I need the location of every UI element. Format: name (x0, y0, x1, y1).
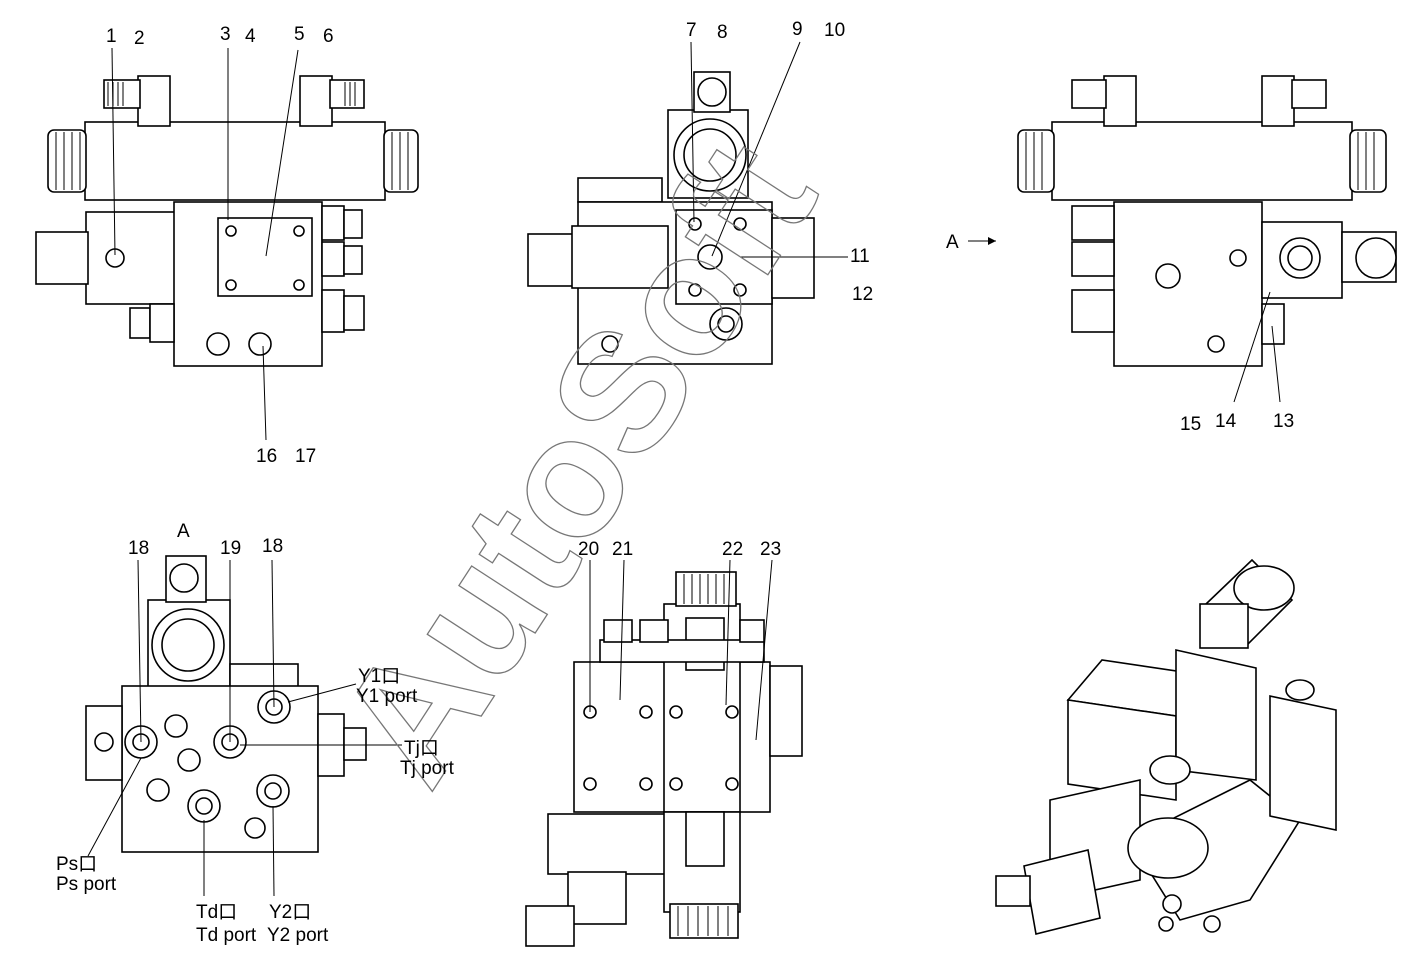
callout-23: 23 (760, 539, 781, 560)
callout-10: 10 (824, 20, 845, 41)
view-a-title: A (177, 521, 190, 542)
port-tj-code: Tj口 (404, 738, 439, 759)
port-y2-code: Y2口 (269, 902, 311, 923)
port-y1-code: Y1口 (358, 666, 400, 687)
port-y1-name: Y1 port (356, 686, 418, 707)
callout-numbers: 1 2 3 4 5 6 7 8 9 10 11 12 13 14 15 16 1… (106, 19, 1294, 560)
callout-19: 19 (220, 538, 241, 559)
side-view (527, 71, 815, 365)
callout-11: 11 (850, 246, 870, 267)
callout-12: 12 (852, 284, 873, 305)
view-a (85, 555, 367, 853)
callout-5: 5 (294, 24, 305, 45)
front-view (35, 75, 419, 367)
callout-14: 14 (1215, 411, 1237, 432)
callout-16: 16 (256, 446, 277, 467)
callout-18-left: 18 (128, 538, 149, 559)
port-ps-code: Ps口 (56, 854, 97, 875)
view-labels: A A (177, 232, 996, 542)
port-ps-name: Ps port (56, 874, 117, 895)
isometric-view (995, 558, 1337, 935)
callout-13: 13 (1273, 411, 1294, 432)
callout-8: 8 (717, 22, 728, 43)
view-a-arrow-icon (988, 237, 996, 245)
port-tj-name: Tj port (400, 758, 455, 779)
leader-lines (87, 41, 1281, 897)
port-td-name: Td port (196, 925, 257, 946)
rear-view (1017, 75, 1397, 367)
view-a-arrow-label: A (946, 232, 959, 253)
callout-17: 17 (295, 446, 316, 467)
port-labels: Y1口 Y1 port Tj口 Tj port Ps口 Ps port Td口 … (56, 666, 455, 946)
callout-20: 20 (578, 539, 599, 560)
callout-1: 1 (106, 26, 117, 47)
callout-9: 9 (792, 19, 803, 40)
callout-3: 3 (220, 24, 231, 45)
port-td-code: Td口 (196, 902, 237, 923)
callout-21: 21 (612, 539, 633, 560)
callout-18-right: 18 (262, 536, 283, 557)
callout-22: 22 (722, 539, 743, 560)
callout-15: 15 (1180, 414, 1201, 435)
port-y2-name: Y2 port (267, 925, 329, 946)
callout-6: 6 (323, 26, 334, 47)
callout-4: 4 (245, 26, 256, 47)
callout-7: 7 (686, 20, 697, 41)
callout-2: 2 (134, 28, 145, 49)
